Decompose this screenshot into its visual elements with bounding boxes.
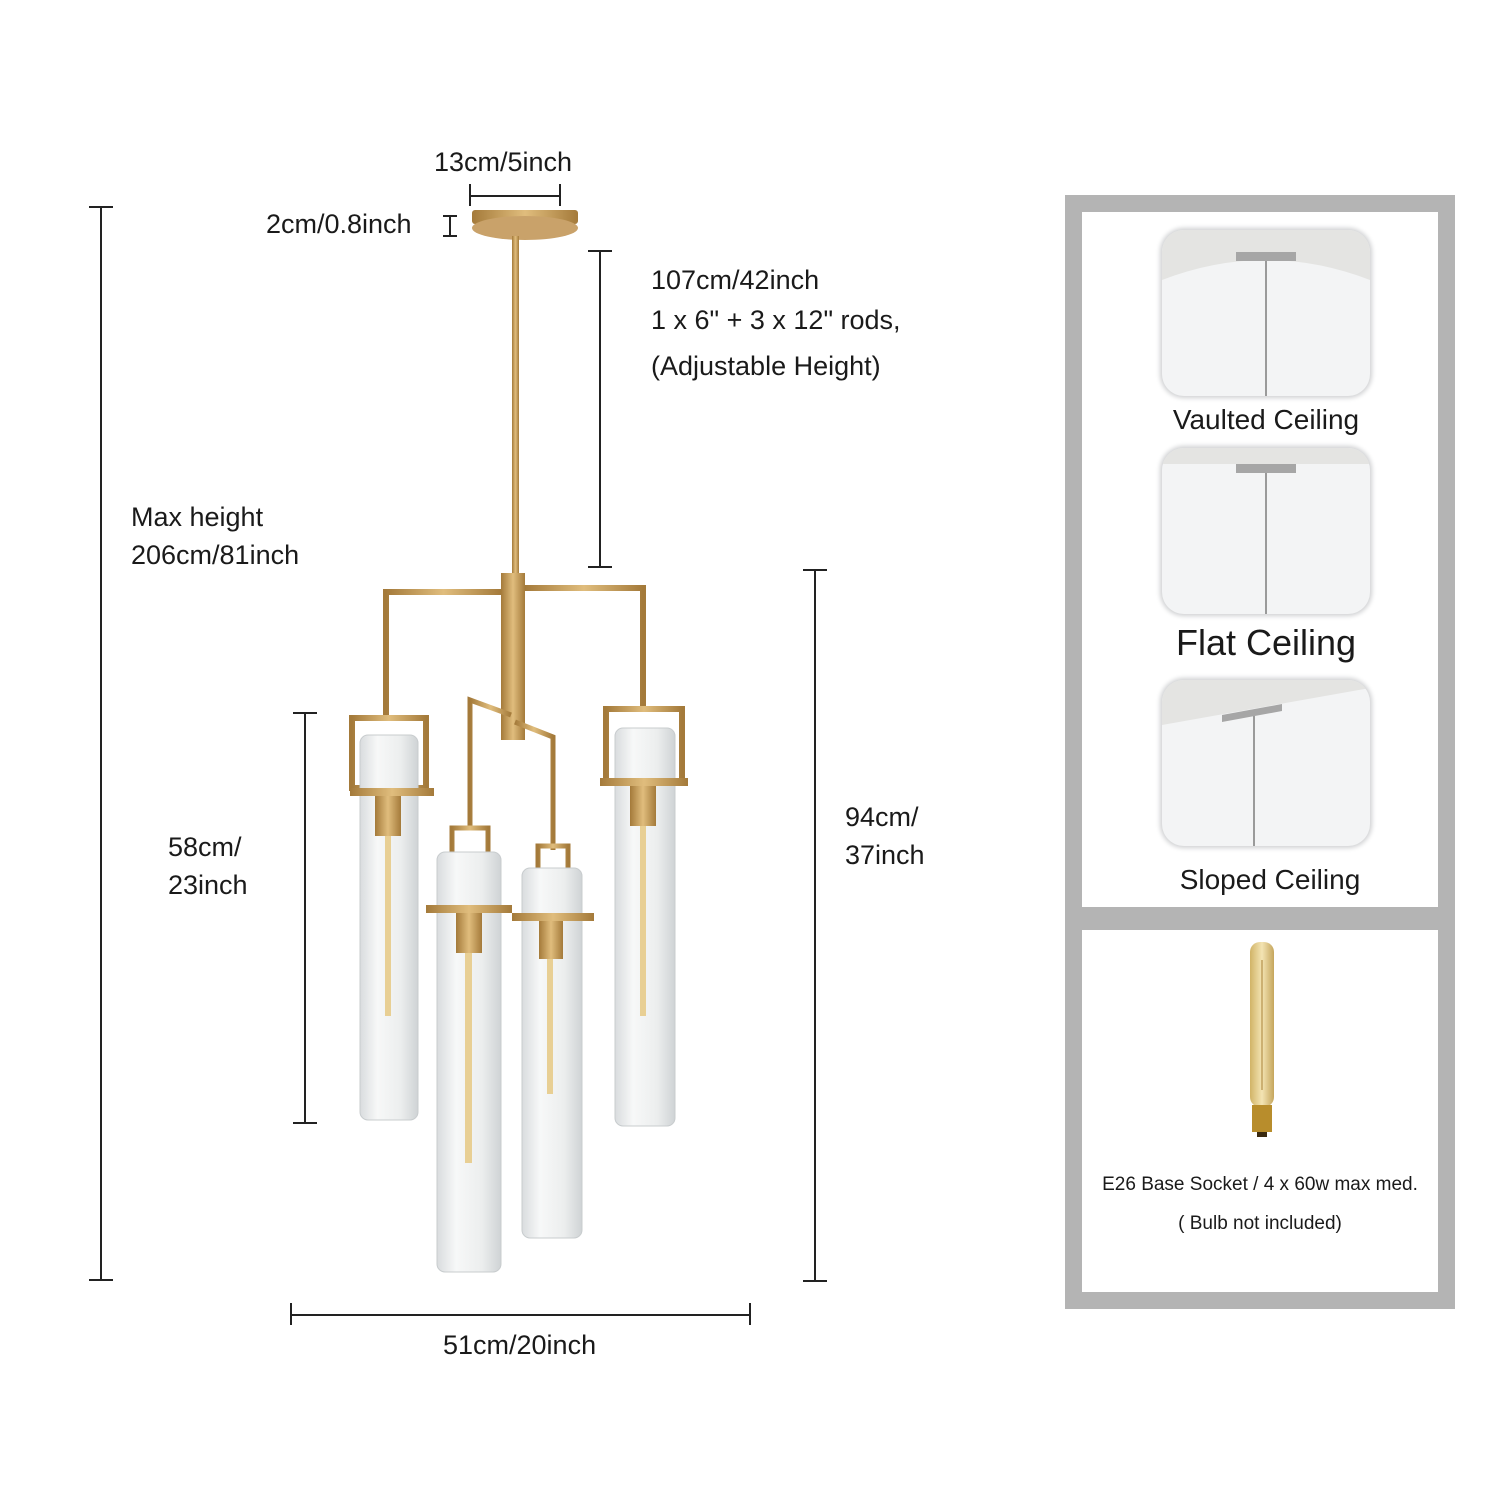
- canopy-width-tick-right: [559, 184, 561, 206]
- canopy-height-label: 2cm/0.8inch: [266, 209, 412, 239]
- rod-length-line: [599, 251, 601, 567]
- total-width-label: 51cm/20inch: [443, 1330, 597, 1360]
- chandelier-illustration: [349, 210, 688, 1273]
- max-height-line: [100, 207, 102, 1280]
- ceiling-types-section: Vaulted Ceiling Flat Ceiling Sloped Ceil…: [1082, 212, 1438, 907]
- canopy-height-tick-top: [443, 215, 457, 217]
- total-width-tick-right: [749, 1303, 751, 1325]
- bulb-spec-text: E26 Base Socket / 4 x 60w max med.: [1102, 1174, 1418, 1195]
- rod-length-label: 107cm/42inch: [651, 265, 820, 295]
- body-height-tick-bottom: [803, 1280, 827, 1282]
- rod-length-tick-bottom: [588, 566, 612, 568]
- max-height-tick-bottom: [89, 1279, 113, 1281]
- body-height-tick-top: [803, 569, 827, 571]
- adjustable-height-label: (Adjustable Height): [651, 351, 881, 381]
- shade-height-line: [304, 713, 306, 1123]
- shade-height-label-1: 58cm/: [168, 832, 242, 862]
- canopy-height-line: [449, 215, 451, 237]
- bulb-section: E26 Base Socket / 4 x 60w max med. ( Bul…: [1082, 930, 1438, 1292]
- canopy-height-tick-bottom: [443, 235, 457, 237]
- total-width-line: [291, 1314, 750, 1316]
- sloped-ceiling-label: Sloped Ceiling: [1179, 864, 1361, 895]
- canopy-width-label: 13cm/5inch: [434, 147, 573, 177]
- info-panel: Vaulted Ceiling Flat Ceiling Sloped Ceil…: [1065, 195, 1455, 1309]
- body-height-line: [814, 570, 816, 1281]
- sloped-ceiling-card: [1162, 680, 1370, 846]
- rod-length-tick-top: [588, 250, 612, 252]
- shade-height-tick-top: [293, 712, 317, 714]
- flat-ceiling-icon: [1162, 448, 1370, 614]
- shade-height-label-2: 23inch: [168, 870, 248, 900]
- canopy-width-line: [470, 195, 560, 197]
- max-height-label: Max height: [131, 502, 264, 532]
- rods-label: 1 x 6" + 3 x 12" rods,: [651, 305, 901, 335]
- flat-ceiling-card: [1162, 448, 1370, 614]
- flat-ceiling-label: Flat Ceiling: [1175, 622, 1357, 663]
- body-height-label-1: 94cm/: [845, 802, 919, 832]
- shade-height-tick-bottom: [293, 1122, 317, 1124]
- vaulted-ceiling-label: Vaulted Ceiling: [1172, 404, 1360, 435]
- vaulted-ceiling-icon: [1162, 230, 1370, 396]
- max-height-value: 206cm/81inch: [131, 540, 300, 570]
- canopy-width-tick-left: [469, 184, 471, 206]
- bulb-icon: [1250, 942, 1274, 1137]
- max-height-tick-top: [89, 206, 113, 208]
- vaulted-ceiling-card: [1162, 230, 1370, 396]
- total-width-tick-left: [290, 1303, 292, 1325]
- bulb-not-included-text: ( Bulb not included): [1178, 1213, 1342, 1234]
- body-height-label-2: 37inch: [845, 840, 925, 870]
- sloped-ceiling-icon: [1162, 680, 1370, 846]
